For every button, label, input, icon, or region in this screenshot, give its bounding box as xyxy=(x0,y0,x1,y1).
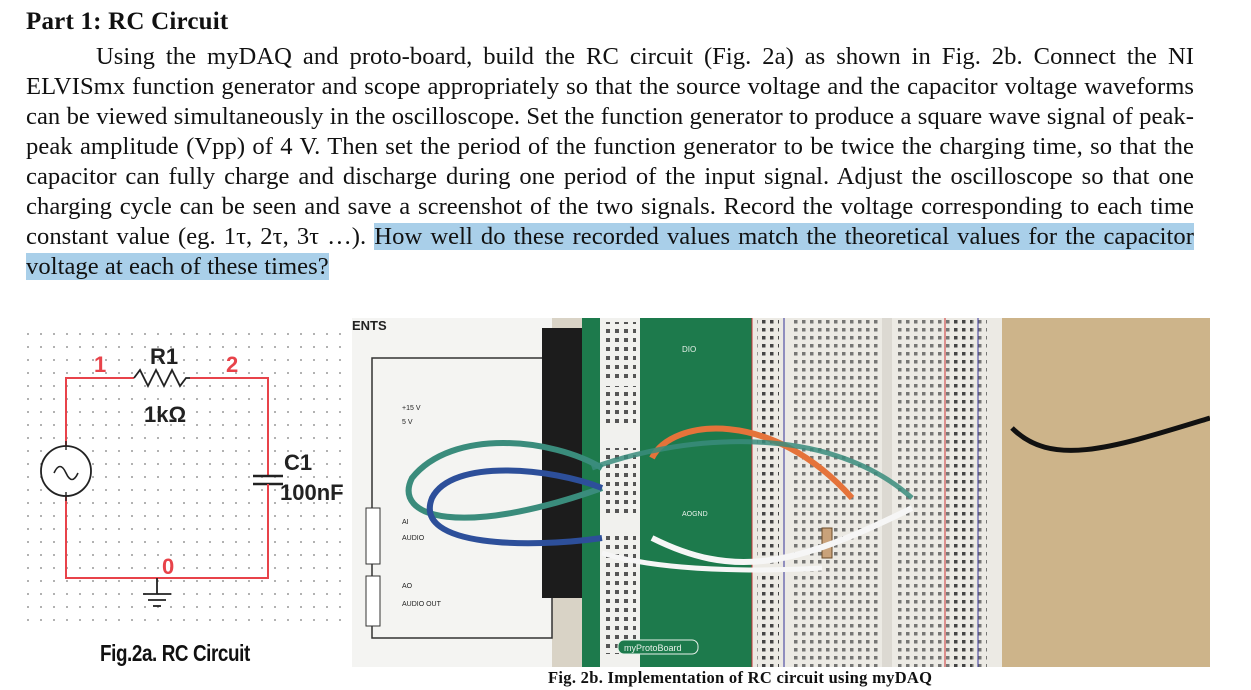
v15-label: +15 V xyxy=(402,405,421,412)
audio-label: AUDIO xyxy=(402,535,425,542)
c1-label: C1 xyxy=(284,450,312,475)
ac-source-symbol xyxy=(40,441,92,501)
rc-circuit-schematic: R1 1kΩ C1 100nF 1 2 0 xyxy=(22,328,350,628)
ents-label: ENTS xyxy=(352,318,387,333)
fig-2a-caption: Fig.2a. RC Circuit xyxy=(100,640,250,666)
node-2-label: 2 xyxy=(226,352,238,377)
fig-2b-caption: Fig. 2b. Implementation of RC circuit us… xyxy=(548,668,933,687)
node-1-label: 1 xyxy=(94,352,106,377)
paragraph-body: Using the myDAQ and proto-board, build t… xyxy=(26,43,1194,250)
aognd-label: AOGND xyxy=(682,511,708,518)
resistor-symbol xyxy=(133,367,190,389)
breadboard-photo-drawing: ENTS +15 V 5 V AI AUDIO AO AUDIO OUT DIO… xyxy=(352,318,1210,667)
breadboard-photo: ENTS +15 V 5 V AI AUDIO AO AUDIO OUT DIO… xyxy=(352,318,1210,667)
ai-label: AI xyxy=(402,519,409,526)
v5-label: 5 V xyxy=(402,419,413,426)
instructions-paragraph: Using the myDAQ and proto-board, build t… xyxy=(26,42,1195,282)
audio-out-label: AUDIO OUT xyxy=(402,601,442,608)
r1-value: 1kΩ xyxy=(144,402,186,427)
circuit-wires xyxy=(65,377,269,579)
node-0-label: 0 xyxy=(162,554,174,579)
protoboard-label: myProtoBoard xyxy=(624,643,682,653)
r1-label: R1 xyxy=(150,344,178,369)
ground-symbol xyxy=(143,578,171,607)
dio-label: DIO xyxy=(682,345,696,354)
section-title: Part 1: RC Circuit xyxy=(26,8,229,35)
ao-label: AO xyxy=(402,583,413,590)
c1-value: 100nF xyxy=(280,480,344,505)
